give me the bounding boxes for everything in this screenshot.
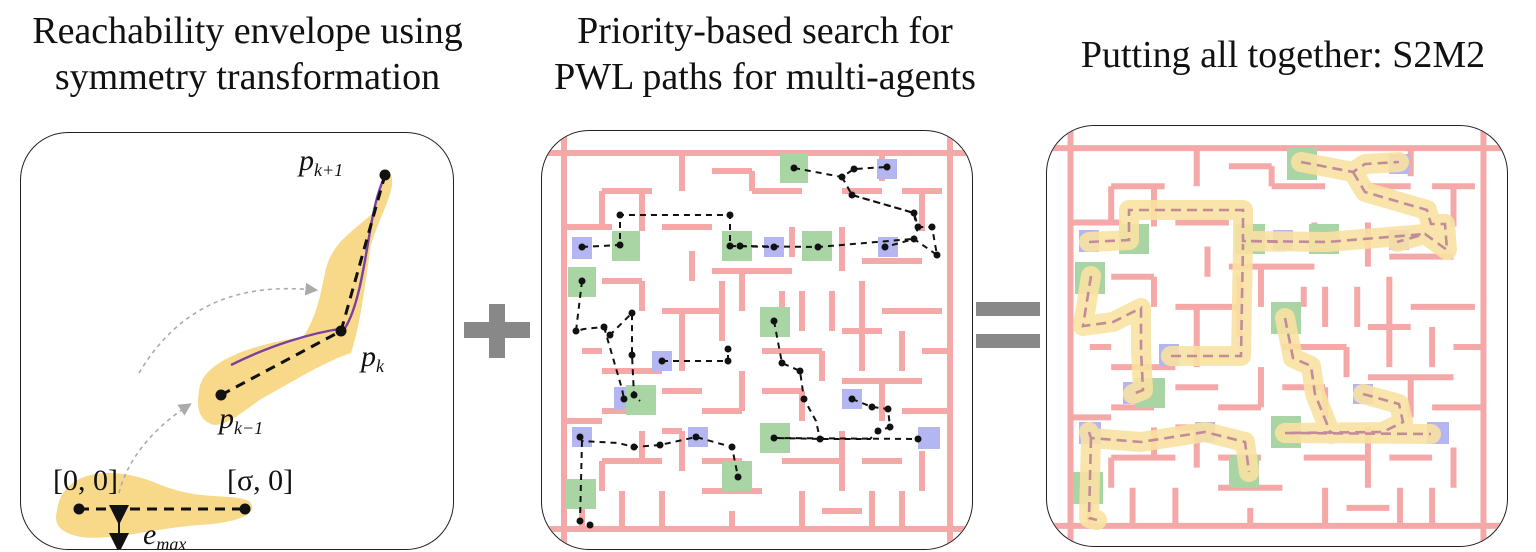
title-priority-line2: PWL paths for multi-agents — [554, 56, 976, 98]
label-sigma: [σ, 0] — [227, 464, 294, 497]
vertex-pk-minus-1 — [215, 389, 227, 401]
reachability-panel: pk+1 pk pk−1 [0, 0] [σ, 0] emax — [20, 132, 454, 550]
title-priority-line1: Priority-based search for — [577, 10, 953, 52]
s2m2-diagram — [1047, 126, 1507, 546]
label-p-k: pk — [361, 340, 384, 377]
title-reachability-line2: symmetry transformation — [54, 56, 441, 98]
label-p-k-plus-1: pk+1 — [299, 144, 344, 181]
s2m2-panel — [1046, 125, 1508, 547]
start-goal-markers — [566, 153, 940, 509]
envelope-base — [56, 472, 253, 538]
maze-paths-diagram — [542, 131, 972, 549]
path-vertices — [572, 163, 941, 529]
transfer-arrow-1 — [118, 403, 192, 494]
title-s2m2: Putting all together: S2M2 — [1030, 32, 1536, 78]
label-p-k-minus-1: pk−1 — [219, 402, 264, 439]
agent-paths — [574, 166, 939, 526]
transfer-arrow-2 — [138, 282, 319, 374]
title-reachability: Reachability envelope using symmetry tra… — [0, 8, 495, 100]
vertex-pk-plus-1 — [379, 169, 391, 181]
label-e-max: emax — [143, 518, 187, 550]
vertex-origin — [73, 503, 85, 515]
priority-search-panel — [541, 130, 973, 550]
label-origin: [0, 0] — [53, 464, 118, 497]
vertex-pk — [335, 325, 347, 337]
s2m2-merged-paths — [1081, 160, 1449, 522]
title-reachability-line1: Reachability envelope using — [32, 10, 463, 52]
plus-icon — [464, 304, 530, 358]
title-priority-search: Priority-based search for PWL paths for … — [520, 8, 1010, 100]
envelope-upper — [198, 173, 393, 425]
reachability-diagram — [56, 169, 393, 549]
s2m2-envelopes — [1073, 152, 1457, 530]
vertex-sigma — [239, 503, 251, 515]
equals-icon — [976, 302, 1040, 352]
title-s2m2-line: Putting all together: S2M2 — [1080, 34, 1486, 76]
